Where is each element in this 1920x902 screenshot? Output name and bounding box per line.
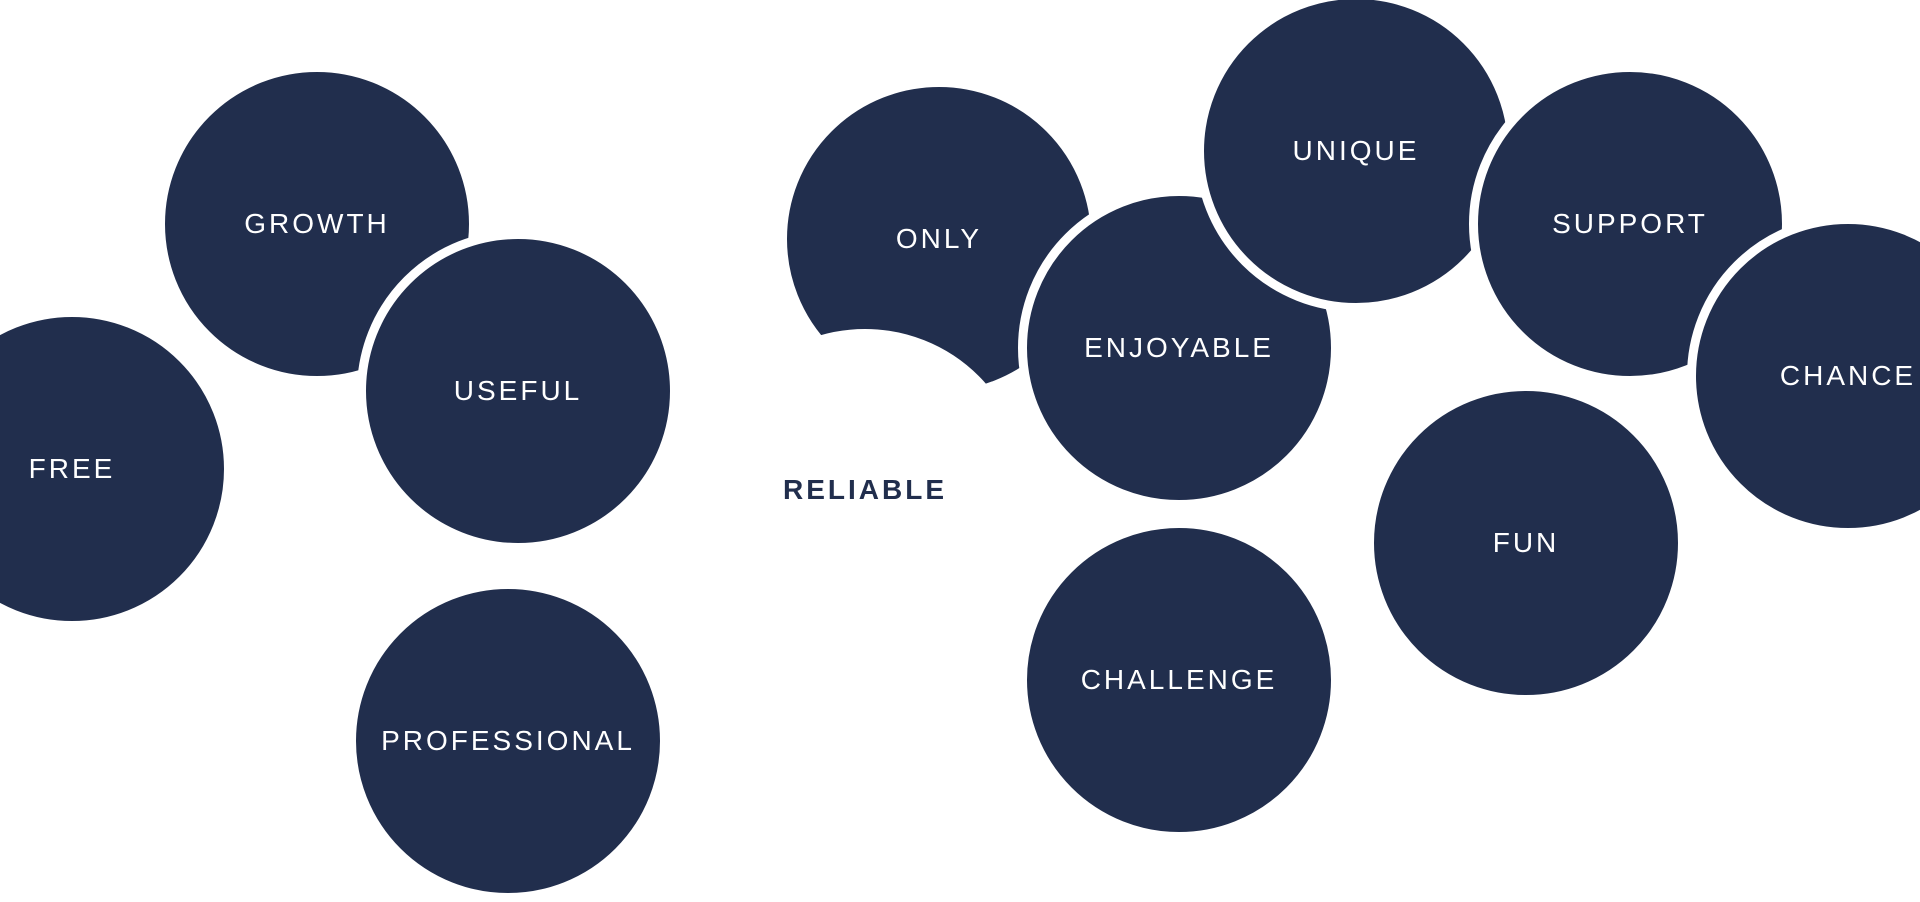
bubble-challenge[interactable]: CHALLENGE	[1018, 519, 1340, 841]
bubble-label: CHALLENGE	[1080, 664, 1278, 695]
bubble-label: USEFUL	[453, 375, 583, 406]
bubble-label: RELIABLE	[783, 474, 947, 505]
bubble-free[interactable]: FREE	[0, 308, 233, 630]
bubble-label: ENJOYABLE	[1084, 332, 1274, 363]
bubble-professional[interactable]: PROFESSIONAL	[347, 580, 669, 902]
bubble-label: GROWTH	[244, 208, 390, 239]
bubble-label: SUPPORT	[1552, 208, 1708, 239]
bubble-useful[interactable]: USEFUL	[357, 230, 679, 552]
bubble-label: ONLY	[895, 223, 983, 254]
bubble-label: CHANCE	[1779, 360, 1917, 391]
bubble-label: UNIQUE	[1292, 135, 1420, 166]
bubble-reliable[interactable]: RELIABLE	[704, 329, 1026, 651]
bubble-growth[interactable]: GROWTH	[156, 63, 478, 385]
bubble-unique[interactable]: UNIQUE	[1195, 0, 1517, 312]
bubble-fun[interactable]: FUN	[1365, 382, 1687, 704]
bubble-label: FUN	[1492, 527, 1560, 558]
bubble-label: PROFESSIONAL	[381, 725, 635, 756]
bubble-label: FREE	[28, 453, 116, 484]
